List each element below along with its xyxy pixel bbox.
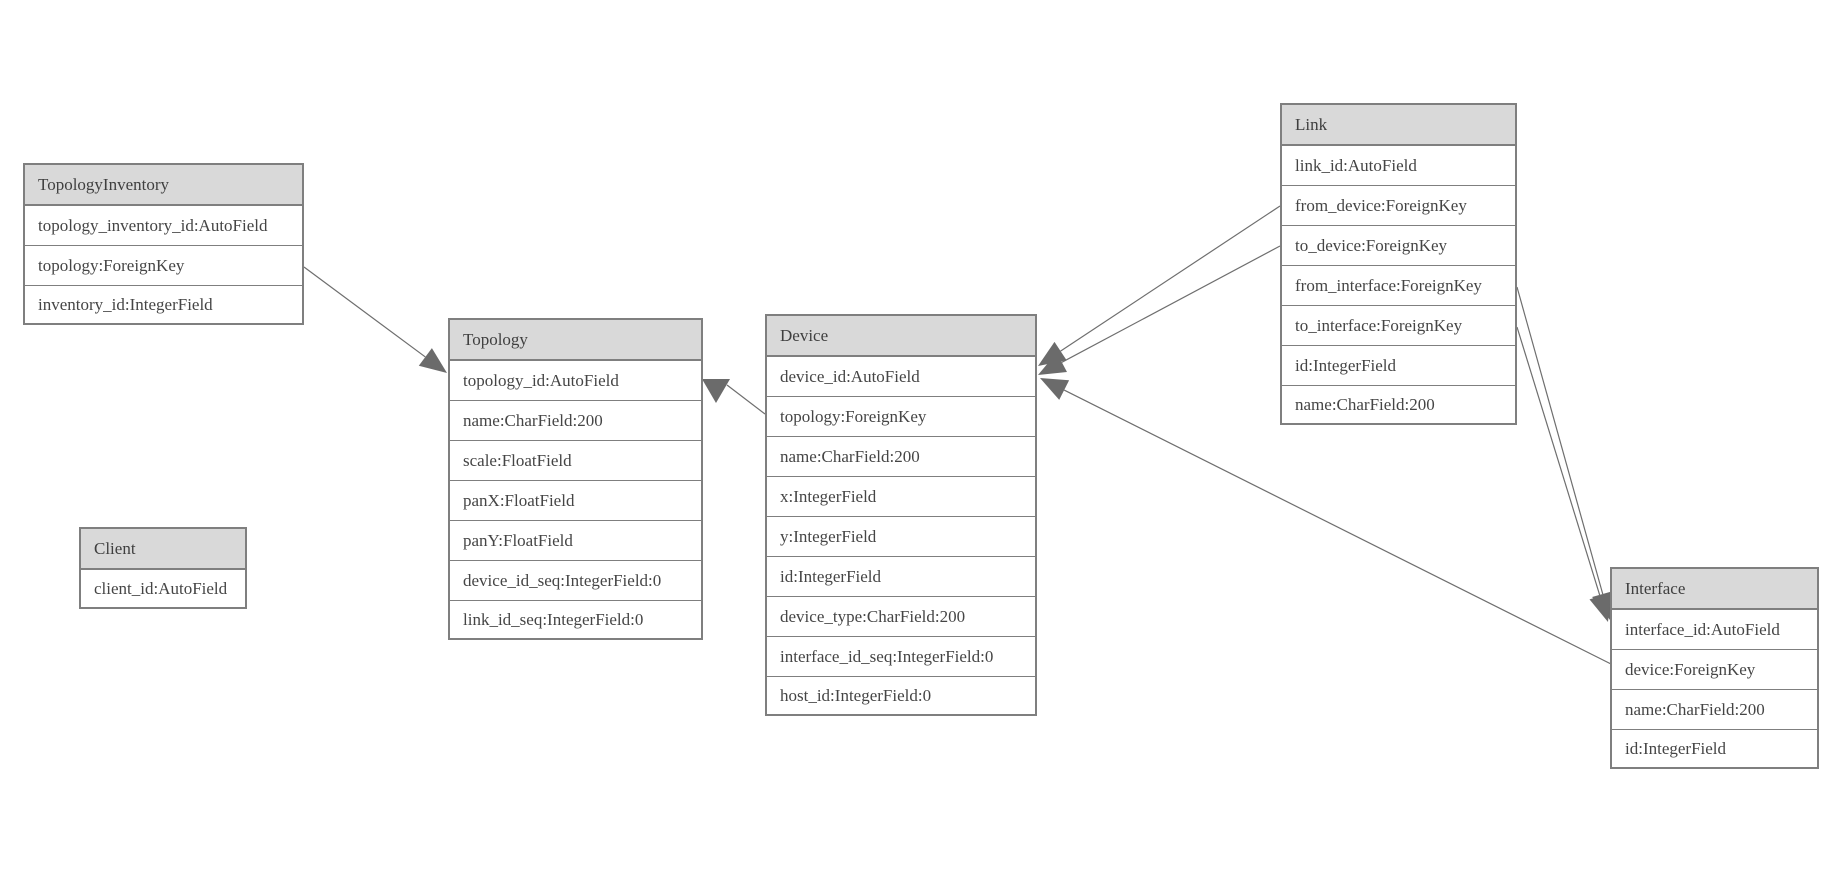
entity-field-row: id:IntegerField <box>1612 730 1817 767</box>
entity-field-row: inventory_id:IntegerField <box>25 286 302 323</box>
entity-field-row: interface_id_seq:IntegerField:0 <box>767 637 1035 677</box>
relation-line-link-to_interface-to-interface <box>1516 326 1601 597</box>
arrowhead-icon-interface-device-to-device <box>1040 378 1070 400</box>
entity-field-row: name:CharField:200 <box>1282 386 1515 423</box>
relation-line-interface-device-to-device <box>1063 389 1612 665</box>
entity-field-row: name:CharField:200 <box>767 437 1035 477</box>
entity-field-row: to_interface:ForeignKey <box>1282 306 1515 346</box>
entity-title: Topology <box>450 320 701 361</box>
entity-field-row: client_id:AutoField <box>81 570 245 607</box>
relation-line-link-from_device-to-device <box>1060 205 1281 352</box>
relation-line-topologyinventory-topology-to-topology <box>303 266 426 358</box>
entity-field-row: device_type:CharField:200 <box>767 597 1035 637</box>
entity-field-row: topology_inventory_id:AutoField <box>25 206 302 246</box>
entity-field-row: name:CharField:200 <box>450 401 701 441</box>
entity-field-row: id:IntegerField <box>767 557 1035 597</box>
entity-field-row: y:IntegerField <box>767 517 1035 557</box>
relation-line-link-from_interface-to-interface <box>1516 286 1604 595</box>
entity-field-row: interface_id:AutoField <box>1612 610 1817 650</box>
entity-field-row: topology:ForeignKey <box>25 246 302 286</box>
arrowhead-icon-topologyinventory-topology-to-topology <box>418 348 447 373</box>
entity-field-row: id:IntegerField <box>1282 346 1515 386</box>
relation-line-link-to_device-to-device <box>1061 245 1281 363</box>
arrowhead-icon-device-topology-to-topology <box>702 379 730 403</box>
entity-field-row: to_device:ForeignKey <box>1282 226 1515 266</box>
entity-field-row: from_device:ForeignKey <box>1282 186 1515 226</box>
entity-field-row: topology:ForeignKey <box>767 397 1035 437</box>
entity-title: Client <box>81 529 245 570</box>
entity-field-row: link_id:AutoField <box>1282 146 1515 186</box>
entity-field-row: host_id:IntegerField:0 <box>767 677 1035 714</box>
arrowhead-icon-link-to_interface-to-interface <box>1589 593 1611 622</box>
entity-field-row: scale:FloatField <box>450 441 701 481</box>
arrowhead-icon-link-to_device-to-device <box>1038 352 1067 375</box>
entity-field-row: panX:FloatField <box>450 481 701 521</box>
entity-field-row: device_id_seq:IntegerField:0 <box>450 561 701 601</box>
entity-title: Device <box>767 316 1035 357</box>
entity-title: Interface <box>1612 569 1817 610</box>
entity-field-row: device_id:AutoField <box>767 357 1035 397</box>
entity-title: TopologyInventory <box>25 165 302 206</box>
entity-field-row: panY:FloatField <box>450 521 701 561</box>
entity-field-row: device:ForeignKey <box>1612 650 1817 690</box>
relation-line-device-topology-to-topology <box>726 384 766 415</box>
entity-field-row: link_id_seq:IntegerField:0 <box>450 601 701 638</box>
entity-field-row: x:IntegerField <box>767 477 1035 517</box>
entity-field-row: from_interface:ForeignKey <box>1282 266 1515 306</box>
entity-field-row: topology_id:AutoField <box>450 361 701 401</box>
entity-title: Link <box>1282 105 1515 146</box>
entity-field-row: name:CharField:200 <box>1612 690 1817 730</box>
